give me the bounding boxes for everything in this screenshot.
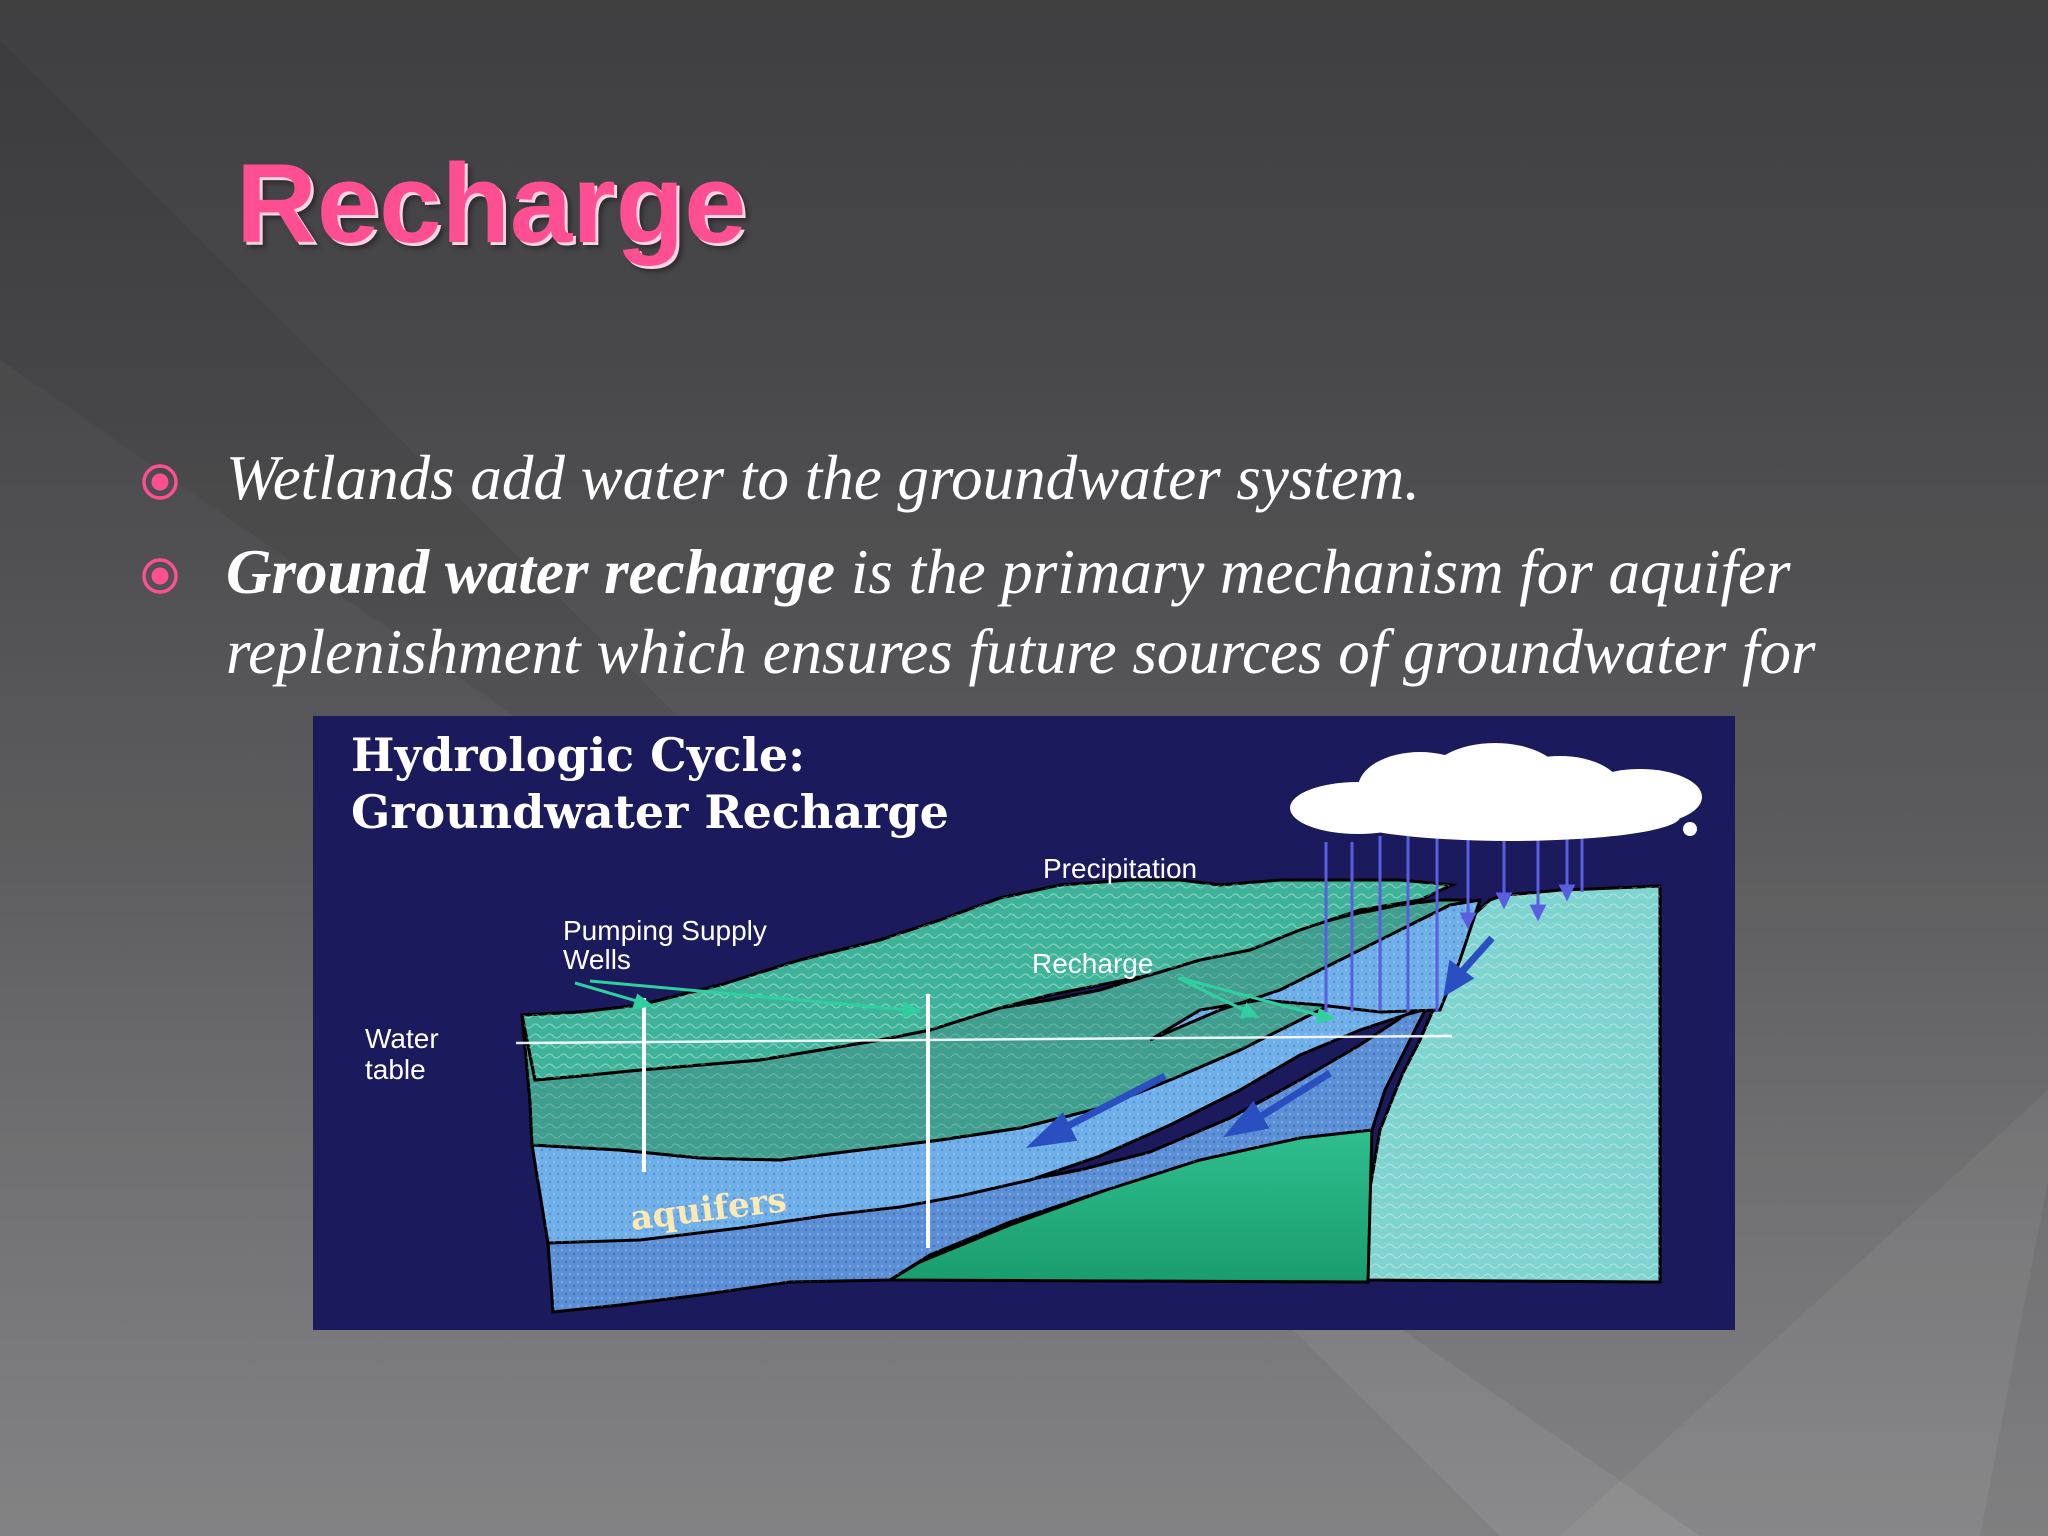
bullet-list: Wetlands add water to the groundwater sy…	[140, 438, 1930, 692]
water-table-line	[515, 1034, 1453, 1045]
diagram-title-line2: Groundwater Recharge	[351, 785, 949, 839]
bullet-text: is the primary mechanism for aquifer rep…	[226, 537, 1816, 687]
diagram-title-line1: Hydrologic Cycle:	[351, 728, 805, 782]
circle-dot-icon	[142, 464, 178, 500]
label-recharge: Recharge	[1032, 948, 1153, 979]
label-pointer-arrows	[574, 976, 1336, 1025]
slide-title: Recharge	[236, 141, 747, 266]
label-water: Water	[365, 1023, 439, 1054]
bullet-item: Wetlands add water to the groundwater sy…	[140, 438, 1930, 518]
circle-dot-icon	[142, 558, 178, 594]
bullet-bold-text: Ground water recharge	[226, 537, 836, 607]
groundwater-recharge-diagram: Hydrologic Cycle: Groundwater Recharge P…	[313, 716, 1735, 1330]
bullet-text: Wetlands add water to the groundwater sy…	[226, 443, 1421, 513]
label-pumping-supply: Pumping Supply	[563, 915, 767, 946]
flow-arrow-icon	[1025, 935, 1495, 1148]
label-wells: Wells	[563, 944, 631, 975]
cloud-icon	[1290, 743, 1702, 841]
label-precipitation: Precipitation	[1043, 853, 1197, 884]
label-table: table	[365, 1054, 426, 1085]
bullet-item: Ground water recharge is the primary mec…	[140, 532, 1930, 692]
